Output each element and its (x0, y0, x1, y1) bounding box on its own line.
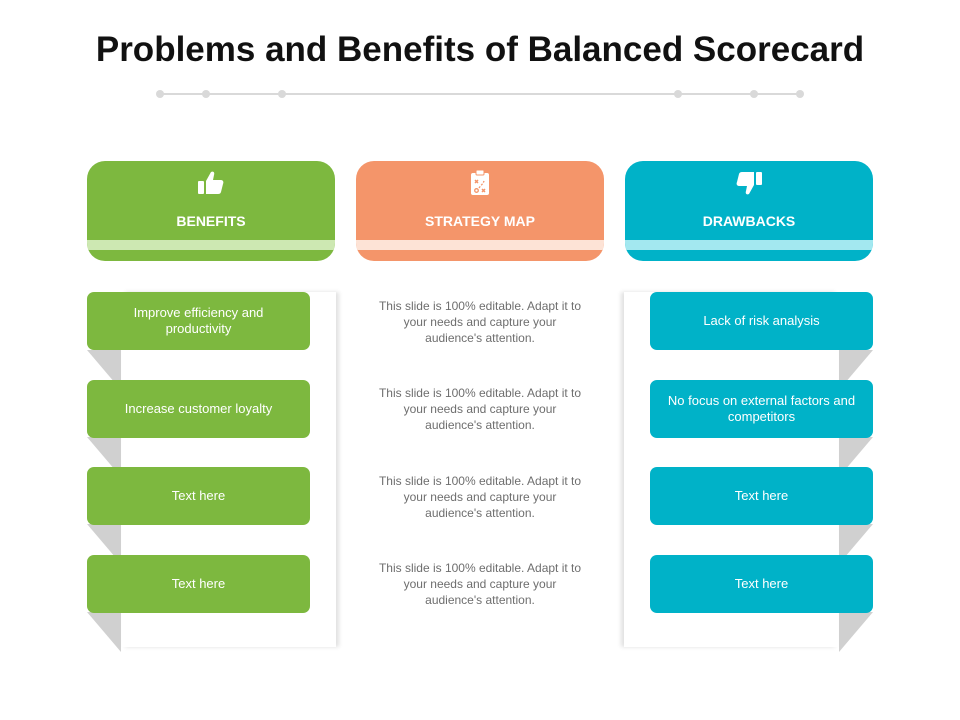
strategy-map-header: STRATEGY MAP (356, 161, 604, 261)
drawbacks-header-label: DRAWBACKS (702, 213, 796, 229)
drawback-fold (839, 612, 873, 652)
benefit-item: Text here (87, 555, 310, 613)
strategy-map-header-label: STRATEGY MAP (425, 213, 535, 229)
benefit-item: Text here (87, 467, 310, 525)
benefits-header-stripe (87, 240, 335, 250)
strategy-description: This slide is 100% editable. Adapt it to… (378, 386, 582, 432)
benefit-item: Increase customer loyalty (87, 380, 310, 438)
strategy-description: This slide is 100% editable. Adapt it to… (378, 299, 582, 345)
drawback-item: Text here (650, 555, 873, 613)
clipboard-strategy-icon (471, 169, 489, 195)
drawbacks-header-stripe (625, 240, 873, 250)
strategy-description: This slide is 100% editable. Adapt it to… (378, 474, 582, 520)
thumbs-down-icon (736, 172, 762, 195)
drawbacks-header: DRAWBACKS (625, 161, 873, 261)
decorative-timeline (156, 90, 804, 98)
drawback-item: No focus on external factors and competi… (650, 380, 873, 438)
benefit-fold (87, 612, 121, 652)
strategy-map-header-stripe (356, 240, 604, 250)
benefits-header: BENEFITS (87, 161, 335, 261)
slide-title: Problems and Benefits of Balanced Scorec… (95, 30, 865, 69)
drawback-item: Lack of risk analysis (650, 292, 873, 350)
drawback-item: Text here (650, 467, 873, 525)
benefits-header-label: BENEFITS (176, 213, 246, 229)
thumbs-up-icon (198, 171, 224, 194)
benefit-fold (87, 524, 121, 564)
benefit-item: Improve efficiency and productivity (87, 292, 310, 350)
strategy-description: This slide is 100% editable. Adapt it to… (378, 561, 582, 607)
drawback-fold (839, 524, 873, 564)
